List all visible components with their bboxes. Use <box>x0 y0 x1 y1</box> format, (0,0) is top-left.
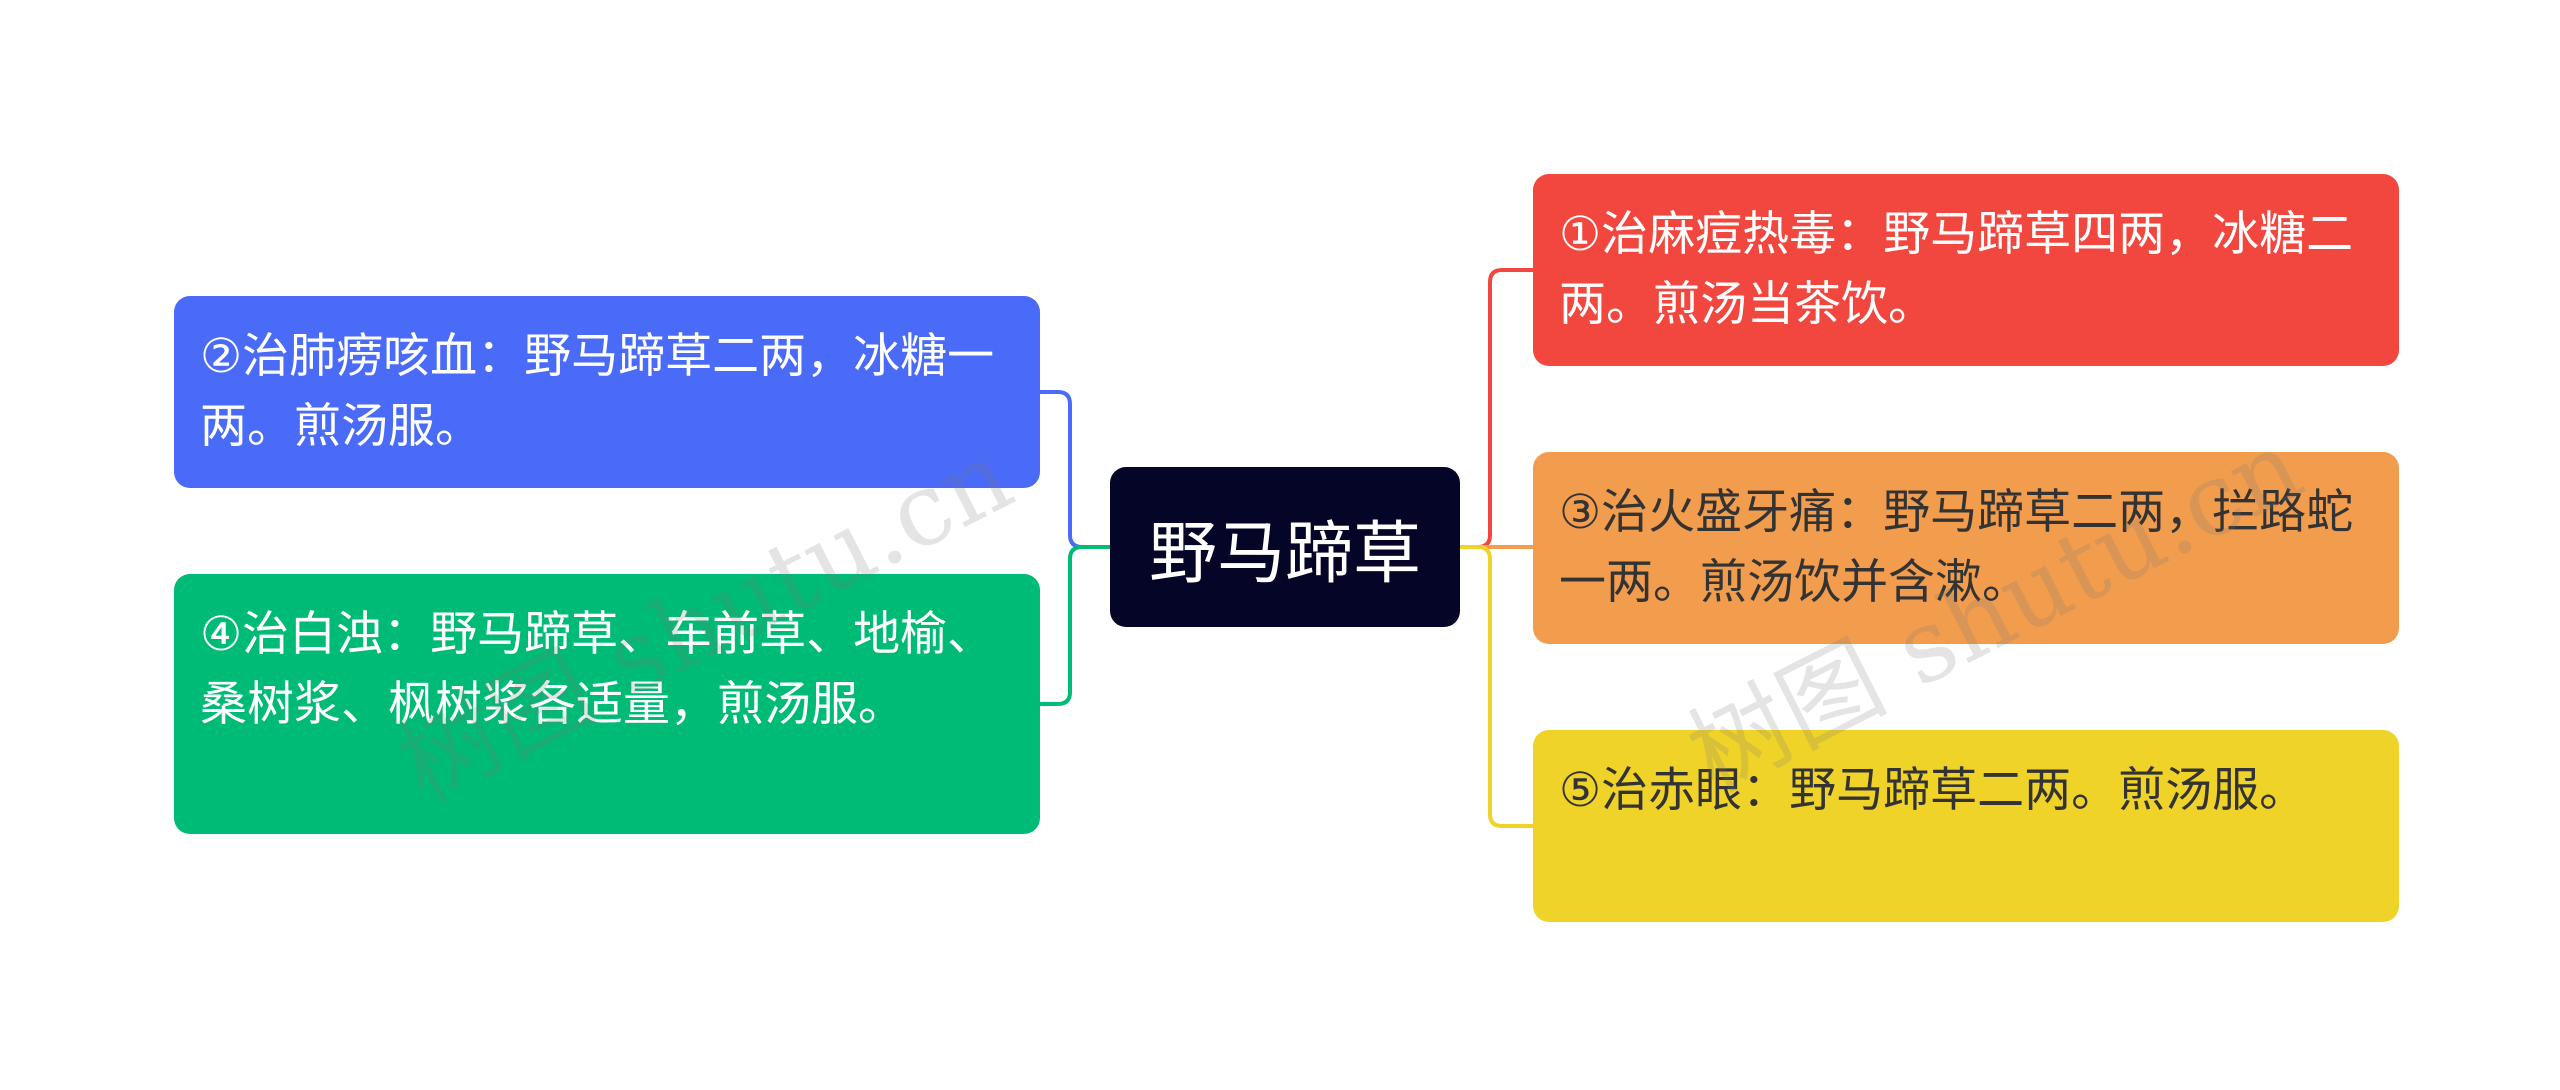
branch-node-1-text: ①治麻痘热毒：野马蹄草四两，冰糖二两。煎汤当茶饮。 <box>1559 207 2354 332</box>
connector-yellow <box>1460 545 1533 828</box>
branch-node-5[interactable]: ⑤治赤眼：野马蹄草二两。煎汤服。 <box>1533 730 2399 922</box>
central-topic-label: 野马蹄草 <box>1148 514 1421 594</box>
branch-node-4-text: ④治白浊：野马蹄草、车前草、地榆、桑树浆、枫树浆各适量，煎汤服。 <box>200 607 995 732</box>
branch-node-3-text: ③治火盛牙痛：野马蹄草二两，拦路蛇一两。煎汤饮并含漱。 <box>1559 485 2354 610</box>
connector-blue <box>1040 390 1110 549</box>
connector-red <box>1460 268 1533 549</box>
branch-node-4[interactable]: ④治白浊：野马蹄草、车前草、地榆、桑树浆、枫树浆各适量，煎汤服。 <box>174 574 1040 834</box>
connector-green <box>1040 545 1110 706</box>
branch-node-5-text: ⑤治赤眼：野马蹄草二两。煎汤服。 <box>1559 763 2307 818</box>
central-topic[interactable]: 野马蹄草 <box>1110 467 1460 627</box>
branch-node-2-text: ②治肺痨咳血：野马蹄草二两，冰糖一两。煎汤服。 <box>200 329 995 454</box>
branch-node-1[interactable]: ①治麻痘热毒：野马蹄草四两，冰糖二两。煎汤当茶饮。 <box>1533 174 2399 366</box>
branch-node-3[interactable]: ③治火盛牙痛：野马蹄草二两，拦路蛇一两。煎汤饮并含漱。 <box>1533 452 2399 644</box>
branch-node-2[interactable]: ②治肺痨咳血：野马蹄草二两，冰糖一两。煎汤服。 <box>174 296 1040 488</box>
